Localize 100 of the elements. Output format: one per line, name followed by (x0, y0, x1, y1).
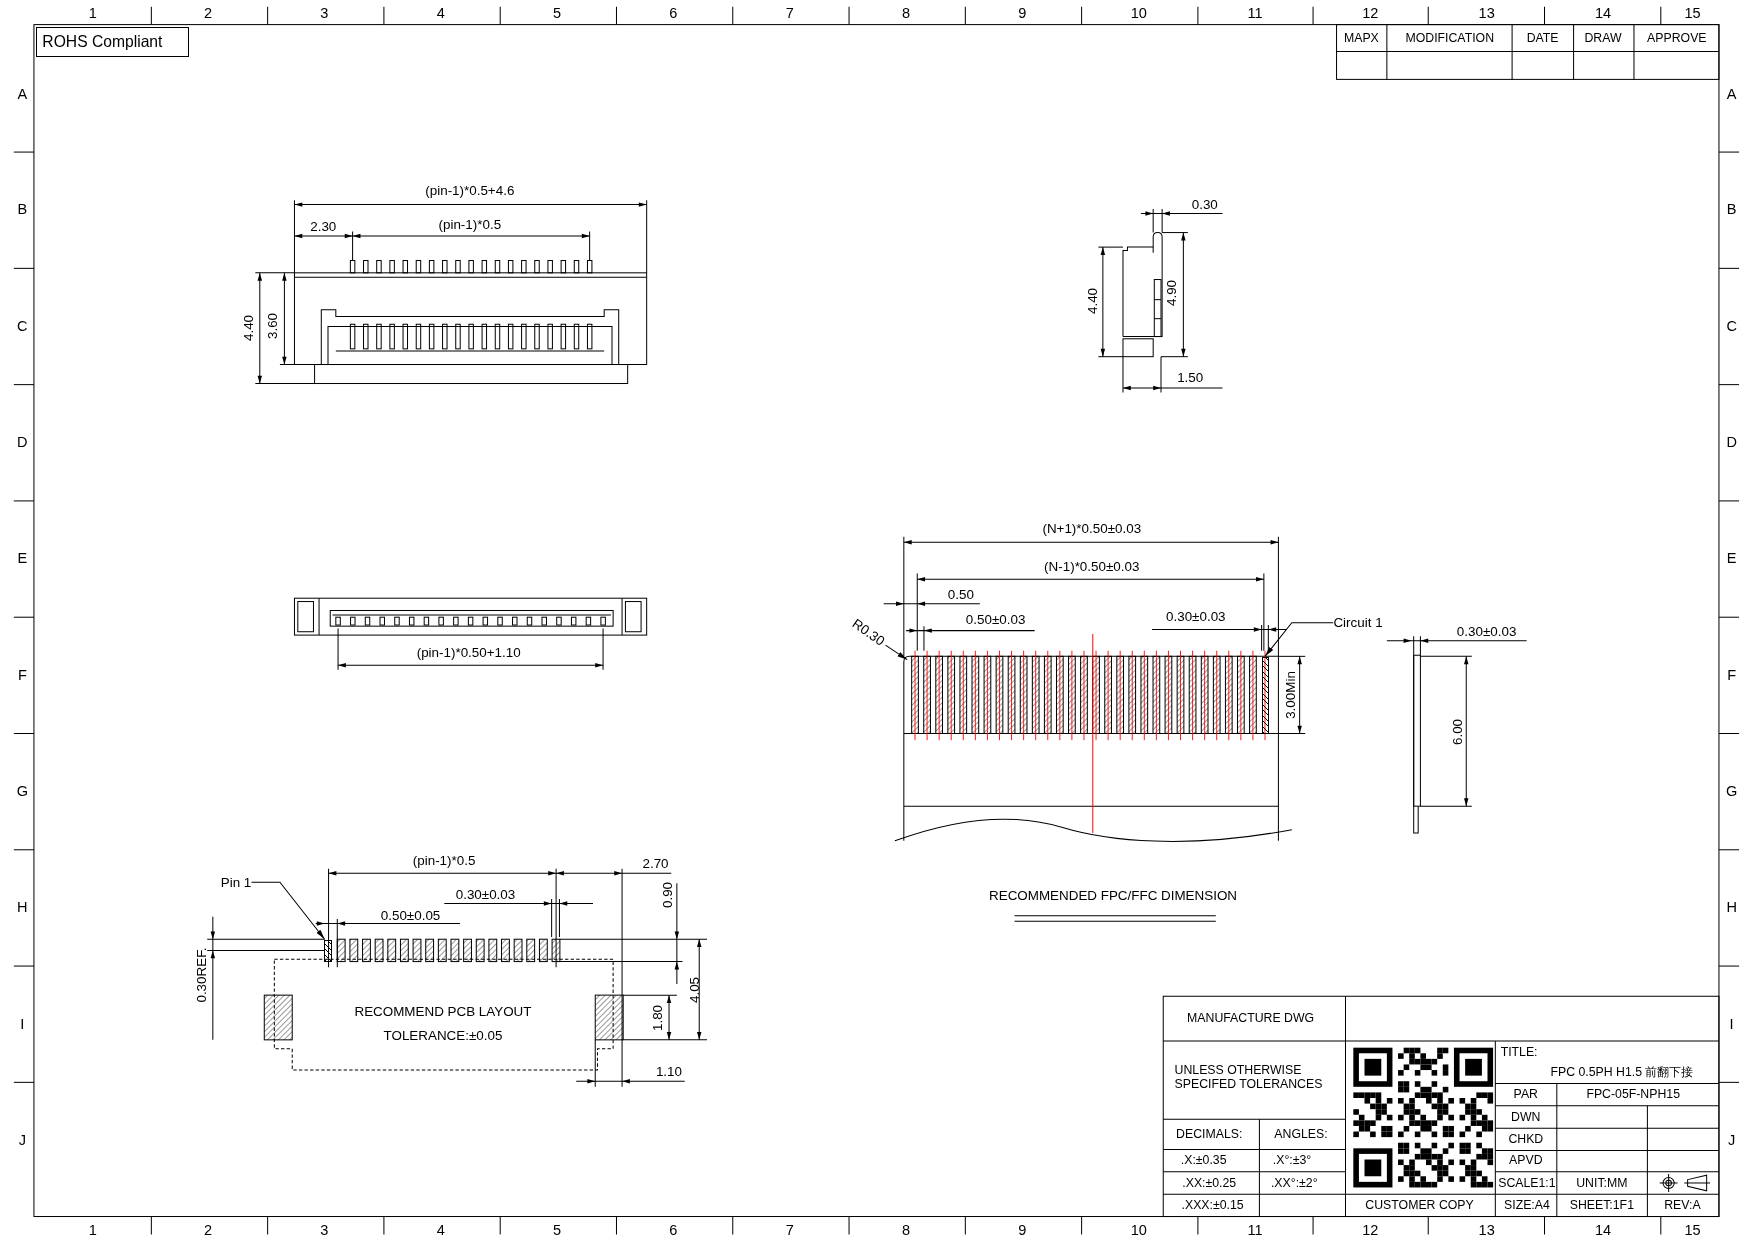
title-block-text: UNIT:MM (1576, 1176, 1628, 1191)
title-block-text: MANUFACTURE DWG (1187, 1012, 1315, 1026)
zone-label: 12 (1362, 1222, 1379, 1239)
zone-label: 3 (320, 5, 329, 22)
zone-label: 15 (1684, 5, 1701, 22)
zone-label: 3 (320, 1222, 329, 1239)
dimension-label: 4.40 (242, 314, 257, 341)
title-block-text: CUSTOMER COPY (1365, 1199, 1474, 1213)
zone-label: B (1726, 201, 1737, 218)
dimension-label: (pin-1)*0.5+4.6 (425, 183, 515, 199)
zone-label: 11 (1247, 5, 1263, 22)
zone-label: 6 (669, 1222, 678, 1239)
dimension-label: 0.30REF. (195, 947, 210, 1003)
zone-label: 7 (785, 1222, 794, 1239)
zone-label: G (1725, 782, 1738, 799)
zone-label: 1 (88, 5, 97, 22)
dimension-label: 3.60 (265, 312, 281, 339)
dimension-label: 2.70 (642, 856, 669, 871)
dimension-label: 6.00 (1450, 718, 1465, 745)
title-block-text: .XXX:±0.15 (1181, 1199, 1244, 1213)
title-block-text: PAR (1513, 1088, 1538, 1102)
callout-label: Pin 1 (220, 875, 252, 890)
zone-label: J (18, 1131, 26, 1148)
note-box: ROHS Compliant (35, 26, 190, 58)
zone-label: D (1726, 433, 1737, 450)
contact-finger (1261, 656, 1269, 734)
zone-label: 14 (1594, 5, 1612, 22)
dimension-label: 4.90 (1164, 280, 1180, 307)
zone-label: 9 (1018, 5, 1027, 22)
zone-label: I (1729, 1015, 1734, 1032)
leader-line (1264, 622, 1334, 657)
dimension-label: 2.30 (310, 219, 337, 235)
dimension-label: 1.80 (650, 1004, 666, 1031)
callout-label: Circuit 1 (1333, 615, 1383, 631)
zone-label: C (17, 317, 28, 334)
dimension-label: 0.30±0.03 (455, 887, 516, 903)
zone-label: 4 (436, 1222, 445, 1239)
zone-label: G (16, 782, 28, 799)
zone-label: H (17, 899, 28, 916)
column-header: MAPX (1343, 32, 1379, 46)
zone-label: 5 (553, 1222, 562, 1239)
dimension-label: 1.50 (1177, 370, 1204, 386)
title-block-text: FPC-05F-NPH15 (1586, 1088, 1680, 1102)
title-block-text: SIZE:A4 (1504, 1199, 1550, 1213)
dimension-label: 0.50±0.03 (965, 612, 1026, 628)
zone-label: E (17, 550, 28, 567)
dimension-label: (N-1)*0.50±0.03 (1044, 559, 1140, 575)
zone-label: F (1727, 666, 1737, 683)
dimension-label: 3.00Min (1283, 670, 1299, 719)
zone-label: E (1726, 550, 1737, 567)
zone-label: 5 (553, 5, 562, 22)
title-block-text: DWN (1511, 1110, 1541, 1125)
zone-label: J (1728, 1131, 1736, 1148)
zone-label: F (17, 666, 27, 683)
column-header: DRAW (1584, 32, 1622, 46)
zone-label: 8 (902, 5, 911, 22)
leader-line (885, 644, 908, 661)
dimension-label: (pin-1)*0.5 (438, 217, 502, 233)
title-block-text: TITLE: (1500, 1045, 1538, 1060)
zone-label: 1 (88, 1222, 97, 1239)
zone-label: D (17, 433, 28, 450)
title-block-text: UNLESS OTHERWISE SPECIFED TOLERANCES (1174, 1064, 1324, 1092)
zone-label: 6 (669, 5, 678, 22)
zone-label: 7 (785, 5, 794, 22)
dimension-label: 4.40 (1085, 287, 1101, 314)
dimension-label: 0.30±0.03 (1166, 610, 1226, 625)
column-header: DATE (1526, 32, 1559, 46)
title-block-text: .X:±0.35 (1180, 1154, 1227, 1168)
zone-label: A (17, 85, 28, 102)
zone-label: 8 (902, 1222, 911, 1239)
zone-label: 13 (1478, 5, 1495, 22)
zone-label: 2 (204, 5, 213, 22)
zone-label: 4 (436, 5, 445, 22)
title-block-text: REV:A (1664, 1199, 1701, 1213)
title-block-text: .XX°:±2° (1270, 1176, 1318, 1191)
view-title: RECOMMENDED FPC/FFC DIMENSION (989, 888, 1237, 904)
solder-pad (324, 939, 333, 962)
dimension-label: (pin-1)*0.50+1.10 (416, 645, 521, 661)
leader-line (251, 881, 326, 940)
column-header: APPROVE (1647, 32, 1707, 46)
zone-label: C (1726, 317, 1737, 334)
title-block-text: CHKD (1508, 1133, 1544, 1147)
zone-label: 13 (1478, 1222, 1495, 1239)
title-block-text: .X°:±3° (1272, 1154, 1312, 1168)
dimension-label: 1.10 (655, 1064, 682, 1079)
dimension-label: 4.05 (687, 976, 703, 1003)
dimension-label: (pin-1)*0.5 (412, 853, 476, 869)
zone-label: 9 (1018, 1222, 1027, 1239)
dimension-label: 0.50±0.05 (380, 908, 441, 924)
title-block-text: FPC 0.5PH H1.5 前翻下接 (1550, 1066, 1694, 1080)
zone-label: 11 (1247, 1222, 1263, 1239)
dimension-label: 0.50 (947, 587, 974, 603)
zone-label: 14 (1594, 1222, 1612, 1239)
dimension-label: 0.30 (1191, 197, 1218, 213)
title-block-text: APVD (1509, 1154, 1543, 1168)
zone-label: 12 (1362, 5, 1379, 22)
title-block-text: SCALE1:1 (1498, 1176, 1556, 1191)
zone-label: B (17, 201, 28, 218)
dimension-label: 0.90 (660, 881, 676, 908)
tolerance-note: TOLERANCE:±0.05 (383, 1028, 503, 1044)
